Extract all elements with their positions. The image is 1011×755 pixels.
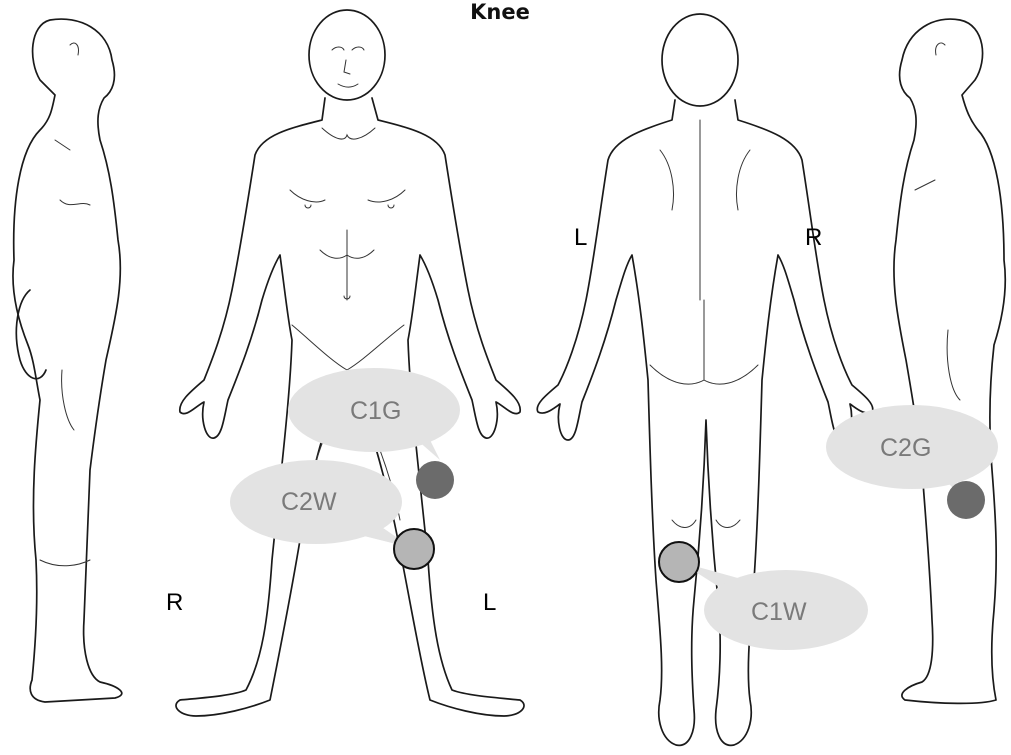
back-left-label: L: [574, 224, 587, 252]
back-right-label: R: [805, 224, 822, 252]
front-right-label: R: [166, 589, 183, 617]
side-figure-left: [13, 19, 122, 702]
marker-label-c2g: C2G: [880, 434, 931, 463]
side-figure-right: [894, 19, 1005, 703]
marker-label-c2w: C2W: [281, 488, 337, 517]
front-figure: [176, 10, 524, 716]
marker-label-c1w: C1W: [751, 598, 807, 627]
page-title: Knee: [430, 0, 570, 24]
marker-label-c1g: C1G: [350, 397, 401, 426]
marker-c1w: [659, 542, 868, 650]
front-left-label: L: [483, 589, 496, 617]
